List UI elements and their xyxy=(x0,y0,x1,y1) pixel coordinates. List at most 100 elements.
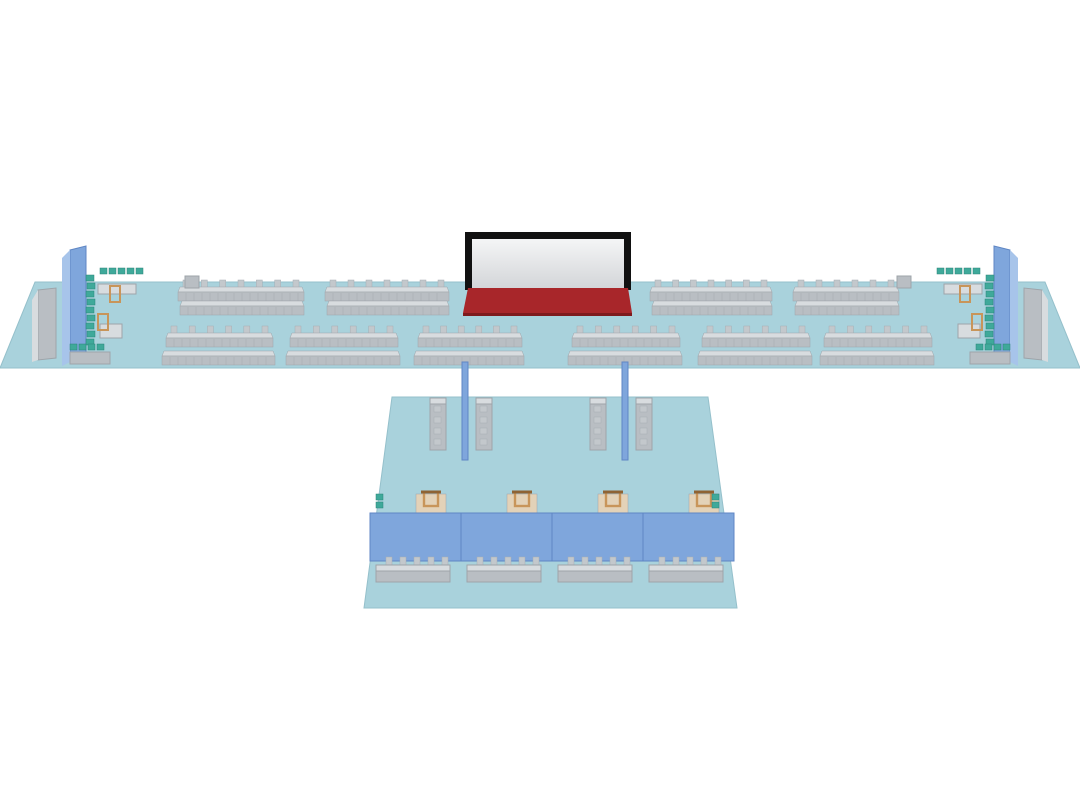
table-top xyxy=(823,332,933,339)
table-skirt xyxy=(651,305,773,316)
chair xyxy=(518,556,526,566)
annex-booth xyxy=(642,490,735,583)
back-table-row-second xyxy=(651,300,773,316)
table-skirt xyxy=(161,355,276,366)
table-skirt xyxy=(179,305,305,316)
chair xyxy=(623,556,631,566)
table-skirt xyxy=(165,337,274,348)
table-top xyxy=(819,350,935,357)
teal-chair xyxy=(69,343,78,351)
chair xyxy=(504,556,512,566)
teal-chair xyxy=(78,343,87,351)
wood-frame xyxy=(959,285,971,303)
teal-chair xyxy=(85,322,95,330)
annex-booth xyxy=(460,490,553,583)
chair xyxy=(593,438,602,446)
stage-red-carpet-front xyxy=(463,313,632,316)
booth-table xyxy=(97,283,137,295)
booth-backdrop-side xyxy=(62,250,70,366)
teal-chair xyxy=(96,343,105,351)
teal-chair xyxy=(984,282,994,290)
teal-chair xyxy=(375,501,384,509)
teal-chair xyxy=(936,267,945,275)
front-table-row xyxy=(417,325,523,348)
annex-wall-panel xyxy=(460,512,553,562)
annex-wall-panel xyxy=(551,512,644,562)
chair xyxy=(479,438,488,446)
teal-chair xyxy=(85,306,95,314)
front-table-row-second xyxy=(161,350,276,366)
table-top xyxy=(649,286,773,293)
table-top xyxy=(165,332,274,339)
table-top xyxy=(326,300,450,307)
podium-base xyxy=(415,493,447,515)
teal-chair xyxy=(86,314,96,322)
teal-chair xyxy=(85,290,95,298)
table-skirt xyxy=(324,291,450,302)
table-skirt xyxy=(697,355,813,366)
teal-chair xyxy=(985,290,995,298)
booth-backdrop-side xyxy=(1010,250,1018,366)
right-booth-group xyxy=(936,245,1048,366)
chair xyxy=(609,556,617,566)
chair xyxy=(639,438,648,446)
podium-base xyxy=(597,493,629,515)
teal-chair xyxy=(984,298,994,306)
booth-counter-side xyxy=(1042,290,1048,362)
table-top xyxy=(179,300,305,307)
chair xyxy=(593,405,602,413)
teal-chair xyxy=(86,330,96,338)
stage xyxy=(463,232,632,316)
annex-table-skirt xyxy=(648,570,724,583)
front-table-row-second xyxy=(413,350,525,366)
chair xyxy=(433,427,442,435)
chair xyxy=(490,556,498,566)
table-top xyxy=(324,286,450,293)
annex-table-skirt xyxy=(557,570,633,583)
back-table-row-second xyxy=(326,300,450,316)
table-top xyxy=(697,350,813,357)
front-table-row-second xyxy=(819,350,935,366)
table-top xyxy=(289,332,399,339)
table-top xyxy=(794,300,900,307)
table-top xyxy=(417,332,523,339)
table-top xyxy=(701,332,811,339)
chair xyxy=(639,405,648,413)
divider-panel xyxy=(461,361,469,461)
chair xyxy=(532,556,540,566)
left-booth-group xyxy=(32,245,144,366)
teal-chair xyxy=(985,306,995,314)
teal-chair xyxy=(99,267,108,275)
chair xyxy=(476,556,484,566)
teal-chair xyxy=(135,267,144,275)
front-table-row-second xyxy=(697,350,813,366)
chair xyxy=(413,556,421,566)
booth-front-table xyxy=(969,351,1011,365)
booth-front-table xyxy=(69,351,111,365)
chair xyxy=(479,405,488,413)
table-skirt xyxy=(823,337,933,348)
teal-chair xyxy=(117,267,126,275)
chair xyxy=(385,556,393,566)
table-top xyxy=(161,350,276,357)
teal-chair xyxy=(375,493,384,501)
chair xyxy=(479,416,488,424)
chair xyxy=(593,416,602,424)
table-skirt xyxy=(819,355,935,366)
front-table-row xyxy=(701,325,811,348)
teal-chair xyxy=(711,501,720,509)
teal-chair xyxy=(945,267,954,275)
teal-chair xyxy=(86,298,96,306)
annex-table-skirt xyxy=(375,570,451,583)
podium-base xyxy=(506,493,538,515)
teal-chair xyxy=(126,267,135,275)
storage-box xyxy=(184,275,200,289)
chair xyxy=(433,416,442,424)
storage-box xyxy=(896,275,912,289)
chair xyxy=(567,556,575,566)
table-skirt xyxy=(701,337,811,348)
chair xyxy=(427,556,435,566)
table-skirt xyxy=(413,355,525,366)
front-table-row xyxy=(823,325,933,348)
